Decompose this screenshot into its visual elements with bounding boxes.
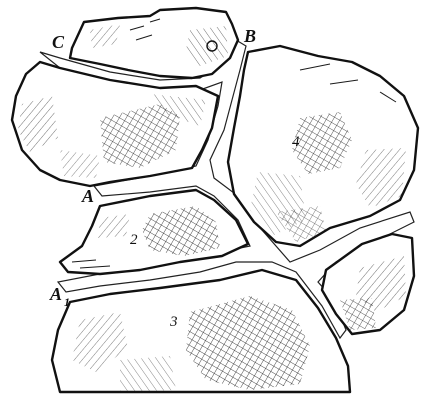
label-a1: A: [49, 284, 62, 304]
label-stone-3: 3: [169, 314, 178, 330]
label-stone-4: 4: [292, 134, 300, 150]
label-a: A: [81, 186, 94, 206]
label-c: C: [52, 32, 65, 52]
stone-4: [228, 46, 418, 246]
label-stone-2: 2: [130, 232, 138, 248]
stone-3: [52, 270, 350, 392]
label-b: B: [243, 26, 256, 46]
label-a1-subscript: 1: [64, 295, 70, 309]
